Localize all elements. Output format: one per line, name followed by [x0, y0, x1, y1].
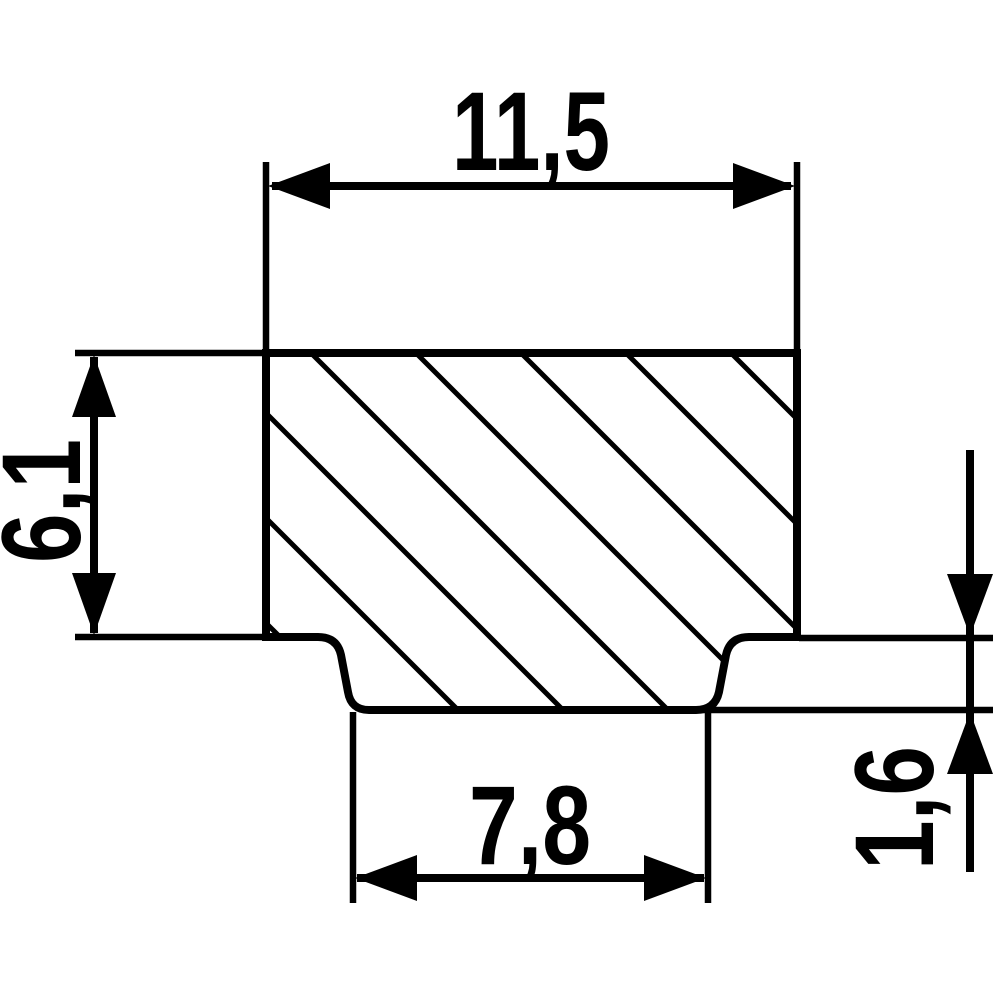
hatch-line	[289, 353, 690, 710]
hatch-line	[394, 353, 795, 710]
hatch-lines	[266, 353, 797, 710]
arrowhead-right-icon	[733, 163, 795, 209]
hatch-line	[266, 353, 585, 710]
dimension-label-right-step-height: 1,6	[832, 746, 957, 870]
arrowhead-right-icon	[644, 855, 706, 901]
hatch-line	[604, 353, 797, 710]
dimension-labels: 11,5 6,1 7,8 1,6	[0, 69, 957, 888]
extension-lines	[75, 162, 993, 903]
arrowhead-left-icon	[268, 163, 330, 209]
arrowhead-down-icon	[72, 573, 116, 635]
arrowhead-left-icon	[355, 855, 417, 901]
dimension-label-left-height: 6,1	[0, 439, 104, 563]
arrowhead-up-icon	[72, 355, 116, 417]
hatch-line	[709, 353, 797, 710]
dimension-label-bottom-width: 7,8	[469, 763, 591, 888]
hatch-line	[499, 353, 797, 710]
hatch-line	[266, 353, 480, 710]
dimension-label-top-width: 11,5	[452, 69, 610, 194]
arrowhead-down-icon	[947, 574, 993, 636]
arrowhead-up-icon	[947, 712, 993, 774]
arrowheads-group	[72, 163, 993, 901]
